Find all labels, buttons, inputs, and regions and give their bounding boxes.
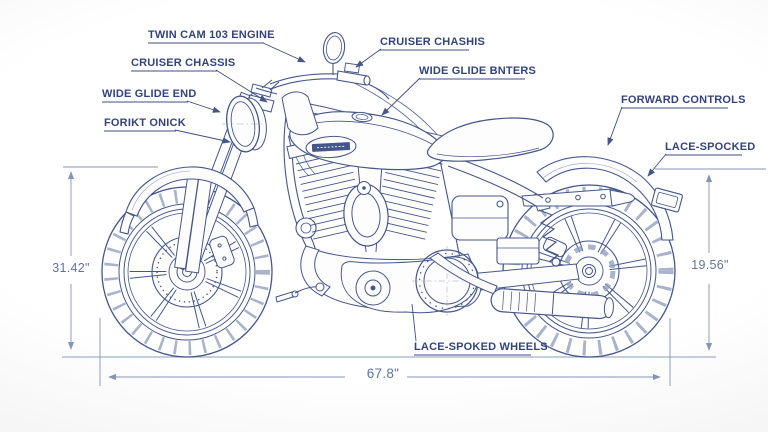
dimension-front-height: 31.42" xyxy=(52,261,90,275)
fuel-tank xyxy=(289,111,447,171)
fender-strut xyxy=(521,188,635,207)
forward-controls xyxy=(275,282,325,303)
fuel-cap xyxy=(351,111,373,123)
callout-forward-controls: FORWARD CONTROLS xyxy=(621,94,746,106)
callout-lace-spoked-wheels: LACE-SPOKED WHEELS xyxy=(414,341,548,353)
front-brake-caliper xyxy=(209,235,235,269)
callout-twin-cam-engine: TWIN CAM 103 ENGINE xyxy=(148,29,275,41)
headlight xyxy=(222,95,267,153)
mirror xyxy=(322,32,346,76)
taillight xyxy=(651,187,683,213)
upper-triple-clamp xyxy=(250,83,273,98)
callout-wide-glide-end: WIDE GLIDE END xyxy=(102,88,197,100)
muffler xyxy=(490,288,614,320)
callout-forikt-onick: FORIKT ONICK xyxy=(104,117,186,129)
callout-lace-spocked: LACE-SPOCKED xyxy=(665,141,756,153)
handlebar xyxy=(255,62,390,100)
clutch-lever xyxy=(255,87,278,95)
seat xyxy=(426,117,554,162)
callout-cruiser-chashis-right: CRUISER CHASHIS xyxy=(380,36,486,48)
callout-cruiser-chassis-left: CRUISER CHASSIS xyxy=(131,57,236,69)
throttle-grip xyxy=(336,70,368,86)
callout-leader-lines xyxy=(102,42,742,356)
callout-wide-glide-bnters: WIDE GLIDE BNTERS xyxy=(419,65,537,77)
dimension-overall-length: 67.8" xyxy=(366,366,400,381)
oil-tank xyxy=(451,195,540,265)
dimension-rear-height: 19.56" xyxy=(691,258,729,272)
neck-gusset xyxy=(281,91,319,136)
front-fender xyxy=(119,166,259,235)
dimension-lines xyxy=(62,166,766,386)
air-cleaner xyxy=(343,183,389,247)
brake-lever xyxy=(367,83,390,100)
rear-fender xyxy=(536,156,683,241)
tank-logo-icon xyxy=(305,135,357,159)
